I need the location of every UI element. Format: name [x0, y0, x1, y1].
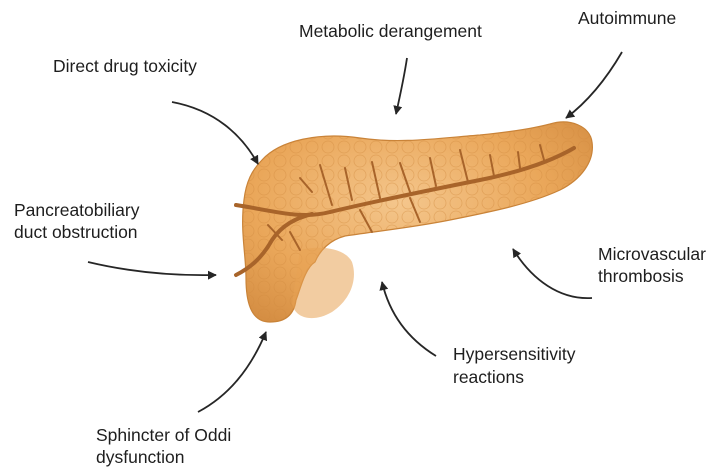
label-direct-drug-toxicity: Direct drug toxicity: [53, 55, 197, 77]
arrow-microvascular: [513, 249, 592, 298]
label-microvascular-line2: thrombosis: [598, 265, 684, 287]
arrow-metabolic-derangement: [396, 58, 407, 114]
label-sphincter-line1: Sphincter of Oddi: [96, 424, 231, 446]
arrow-hypersensitivity: [382, 282, 436, 356]
label-hypersensitivity-line1: Hypersensitivity: [453, 343, 576, 365]
label-sphincter-line2: dysfunction: [96, 446, 185, 468]
label-hypersensitivity-line2: reactions: [453, 366, 524, 388]
arrow-direct-drug-toxicity: [172, 102, 258, 164]
label-metabolic-derangement: Metabolic derangement: [299, 20, 482, 42]
arrow-autoimmune: [566, 52, 622, 118]
label-pancreatobiliary-line2: duct obstruction: [14, 221, 138, 243]
label-pancreatobiliary-line1: Pancreatobiliary: [14, 199, 139, 221]
arrow-sphincter: [198, 332, 266, 412]
label-autoimmune: Autoimmune: [578, 7, 676, 29]
label-microvascular-line1: Microvascular: [598, 243, 706, 265]
arrow-pancreatobiliary: [88, 262, 216, 275]
